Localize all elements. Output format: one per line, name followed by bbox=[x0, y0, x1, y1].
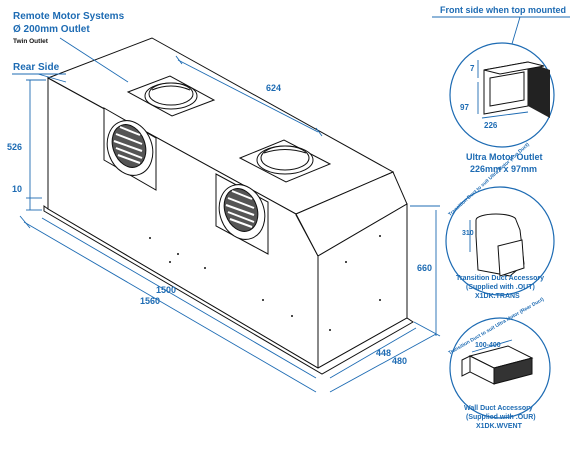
dim-1500: 1500 bbox=[156, 285, 177, 295]
unit-base-flange bbox=[43, 205, 414, 375]
twin-outlet-label: Twin Outlet bbox=[13, 38, 48, 45]
top-outlet-rear bbox=[126, 75, 216, 117]
ultra-motor-outlet-detail bbox=[432, 16, 570, 148]
wall-duct-detail bbox=[449, 317, 551, 419]
dim-448: 448 bbox=[376, 348, 392, 358]
ultra-motor-outlet-title: Ultra Motor Outlet bbox=[466, 152, 543, 162]
transition-accessory-supplied: (Supplied with .OUT) bbox=[466, 284, 535, 291]
dim-100-400: 100-400 bbox=[475, 342, 501, 349]
dim-10: 10 bbox=[12, 184, 23, 194]
dim-480: 480 bbox=[392, 356, 408, 366]
side-outlet-front bbox=[215, 173, 269, 255]
dim-7: 7 bbox=[470, 64, 475, 73]
dim-660: 660 bbox=[417, 263, 433, 273]
dim-226: 226 bbox=[484, 121, 498, 130]
remote-motor-title: Remote Motor Systems bbox=[13, 11, 125, 22]
wall-accessory-title: Wall Duct Accessory bbox=[464, 405, 533, 412]
wall-accessory-supplied: (Supplied with .OUR) bbox=[466, 414, 536, 421]
side-outlet-rear bbox=[103, 107, 157, 191]
transition-accessory-title: Transition Duct Accessory bbox=[456, 275, 545, 282]
dimension-lines bbox=[12, 37, 441, 393]
dim-624: 624 bbox=[266, 83, 282, 93]
wall-accessory-code: X1DK.WVENT bbox=[476, 423, 522, 430]
rear-side-label: Rear Side bbox=[13, 62, 60, 73]
dim-97: 97 bbox=[460, 103, 469, 112]
outlet-size-label: Ø 200mm Outlet bbox=[13, 24, 90, 35]
top-outlet-front bbox=[238, 139, 332, 183]
transition-duct-detail bbox=[445, 186, 555, 296]
ultra-motor-outlet-size: 226mm x 97mm bbox=[470, 164, 538, 174]
dim-310: 310 bbox=[462, 230, 474, 237]
dim-1560: 1560 bbox=[140, 296, 161, 306]
transition-accessory-code: X1DK.TRANS bbox=[475, 293, 520, 300]
front-side-label: Front side when top mounted bbox=[440, 5, 566, 15]
dim-526: 526 bbox=[7, 142, 23, 152]
